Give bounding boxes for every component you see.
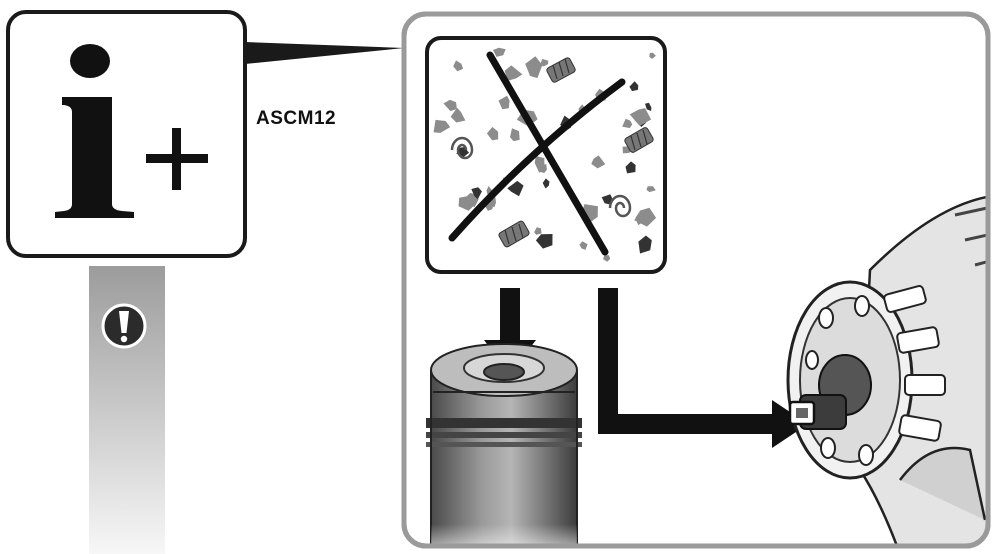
debris-fragment: [458, 194, 475, 211]
exclamation-icon: [101, 303, 147, 349]
debris-fragment: [492, 47, 506, 57]
debris-fragment: [603, 255, 611, 262]
debris-fragment: [534, 227, 542, 235]
debris-fragment: [525, 56, 543, 79]
debris-fragment: [535, 234, 553, 249]
debris-fragment: [510, 128, 520, 142]
debris-fragment: [540, 58, 549, 67]
info-plus-icon: [6, 10, 247, 258]
debris-fragment: [579, 241, 588, 250]
debris-fragment: [638, 235, 652, 254]
debris-fragment: [629, 108, 652, 126]
debris-fragment: [433, 119, 451, 133]
debris-fragment: [601, 194, 613, 205]
debris-fragment: [443, 99, 457, 112]
debris-fragment: [591, 155, 606, 169]
drill-chuck: [426, 343, 582, 546]
debris-fragment: [629, 81, 639, 92]
model-label: ASCM12: [256, 108, 337, 129]
debris-fragment: [504, 65, 523, 81]
debris-fragment: [453, 60, 464, 72]
debris-fragment: [507, 180, 524, 197]
debris-fragment: [534, 156, 545, 173]
debris-fragment: [498, 95, 510, 110]
debris-fragment: [625, 161, 636, 174]
debris-fragment: [450, 107, 466, 123]
debris-fragment: [471, 187, 482, 200]
no-debris-icon: [425, 36, 667, 274]
drill-illustration: [786, 193, 988, 546]
debris-fragment: [622, 118, 633, 129]
debris-fragment: [649, 52, 656, 59]
debris-fragment: [646, 186, 656, 193]
debris-fragment: [486, 127, 499, 141]
arrow-right-icon: [598, 288, 808, 448]
debris-fragment: [645, 102, 652, 111]
debris-fragment: [542, 178, 550, 189]
debris-fragment: [634, 207, 657, 227]
callout-pointer: [245, 42, 404, 64]
